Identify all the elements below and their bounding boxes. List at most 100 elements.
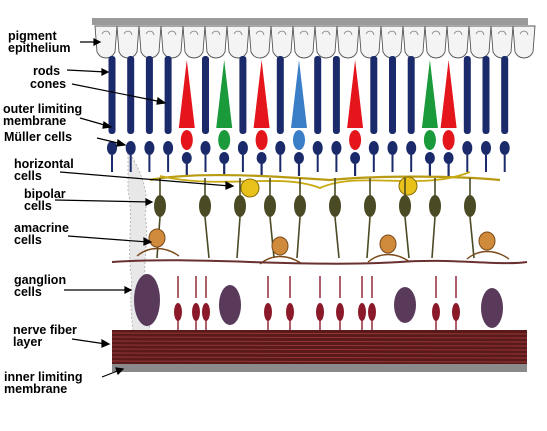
pigment-cell [402, 25, 426, 59]
ganglion-cell-body-small [316, 303, 324, 321]
pigment-cell-nucleus [255, 30, 265, 36]
rod-nucleus [107, 141, 117, 155]
pigment-cell-nucleus [387, 30, 397, 36]
cone-inner-segment [218, 130, 231, 150]
rod-cell [501, 56, 509, 134]
bipolar-cell-body [234, 195, 246, 217]
bipolar-cell-body [464, 195, 476, 217]
rod-cell [239, 56, 247, 134]
rod-cell [202, 56, 209, 134]
ganglion-cell-body-large [481, 288, 503, 328]
rod-cell [482, 56, 490, 134]
rod-nucleus [368, 141, 379, 155]
cone-nucleus [256, 152, 267, 164]
pigment-cell-nucleus [167, 30, 177, 36]
bipolar-cell-body [364, 195, 376, 217]
pigment-cell-nucleus [321, 30, 331, 36]
cone-inner-segment [349, 130, 362, 150]
label-rods: rods [33, 64, 61, 78]
bipolar-axon [296, 216, 301, 259]
cone-nucleus [443, 152, 454, 164]
cone-nucleus [350, 152, 361, 164]
label-bipolar-cells: bipolar cells [24, 187, 66, 213]
ganglion-cell-body-large [394, 287, 416, 323]
bipolar-cell-body [429, 195, 441, 217]
bipolar-cell-body [399, 195, 411, 217]
nerve-fiber-band [112, 330, 527, 364]
rod-nucleus [481, 141, 491, 155]
label-amacrine-cells: amacrine cells [14, 221, 69, 247]
rod-cell [407, 56, 415, 134]
cone-outer-segment [291, 60, 307, 128]
cone-outer-segment [421, 60, 438, 128]
bipolar-cell-body [329, 195, 341, 217]
amacrine-layer [111, 228, 528, 265]
pigment-cell-nucleus [101, 30, 111, 36]
pigment-cell [160, 25, 184, 59]
pigment-epithelium-layer [94, 25, 536, 59]
rod-cell [276, 56, 284, 134]
bipolar-axon [334, 216, 340, 259]
label-inner-limiting-membrane: inner limiting membrane [4, 370, 83, 396]
cone-outer-segment [178, 60, 195, 128]
label-ganglion-cells: ganglion cells [14, 273, 67, 299]
rod-cell [332, 56, 340, 134]
pigment-cell [468, 25, 492, 59]
rod-cell [370, 56, 378, 134]
bipolar-cell-body [154, 195, 166, 217]
rod-cell [164, 56, 172, 134]
pigment-cell [226, 25, 250, 59]
nerve-fiber-layer [111, 330, 528, 364]
nerve-fiber-strand [111, 356, 528, 359]
label-nerve-fiber-layer: nerve fiber layer [13, 323, 77, 349]
pigment-cell-nucleus [453, 30, 463, 36]
pigment-cell [446, 25, 470, 59]
amacrine-process [367, 253, 411, 263]
amacrine-process [466, 250, 510, 260]
bipolar-axon [404, 216, 410, 259]
cone-nucleus [294, 152, 304, 164]
ganglion-cell-body-small [432, 303, 440, 321]
ganglion-cell-body-small [368, 303, 376, 321]
cone-outer-segment [216, 60, 233, 128]
pigment-cell-nucleus [409, 30, 419, 36]
label-pigment-epithelium: pigment epithelium [8, 29, 71, 55]
rod-cell [463, 56, 471, 134]
nerve-fiber-strand [111, 344, 528, 347]
label-outer-limiting-membrane: outer limiting membrane [3, 102, 83, 128]
nerve-fiber-strand [111, 336, 528, 339]
nerve-fiber-strand [111, 352, 528, 355]
rod-nucleus [331, 141, 342, 155]
cone-nucleus [424, 152, 435, 164]
nerve-fiber-strand [111, 348, 528, 351]
amacrine-cell-body [478, 231, 496, 251]
bipolar-cell-body [264, 195, 276, 217]
ganglion-cell-body-large [219, 285, 241, 325]
ganglion-layer [134, 274, 503, 330]
cone-inner-segment [293, 130, 305, 150]
pigment-cell [292, 25, 316, 59]
ganglion-cell-body-small [286, 303, 294, 321]
ganglion-cell-body-small [452, 303, 460, 321]
horizontal-process [159, 171, 471, 189]
label-muller-cells: Müller cells [4, 130, 73, 144]
top-membrane [92, 18, 528, 25]
ganglion-cell-body-small [264, 303, 272, 321]
amacrine-cell-body [379, 234, 397, 254]
bipolar-axon [469, 216, 475, 259]
rod-nucleus [163, 141, 174, 155]
rod-nucleus [406, 141, 417, 155]
pigment-cell-nucleus [299, 30, 309, 36]
pigment-cell [424, 25, 448, 59]
rod-nucleus [275, 141, 286, 155]
pigment-cell [248, 25, 272, 59]
rod-nucleus [387, 141, 398, 155]
amacrine-process [136, 247, 180, 257]
pigment-cell [512, 25, 536, 59]
ganglion-cell-body-small [358, 303, 366, 321]
rod-cell [389, 56, 396, 134]
ganglion-cell-body-small [336, 303, 344, 321]
rod-nucleus [144, 141, 155, 155]
bipolar-axon [204, 216, 210, 259]
